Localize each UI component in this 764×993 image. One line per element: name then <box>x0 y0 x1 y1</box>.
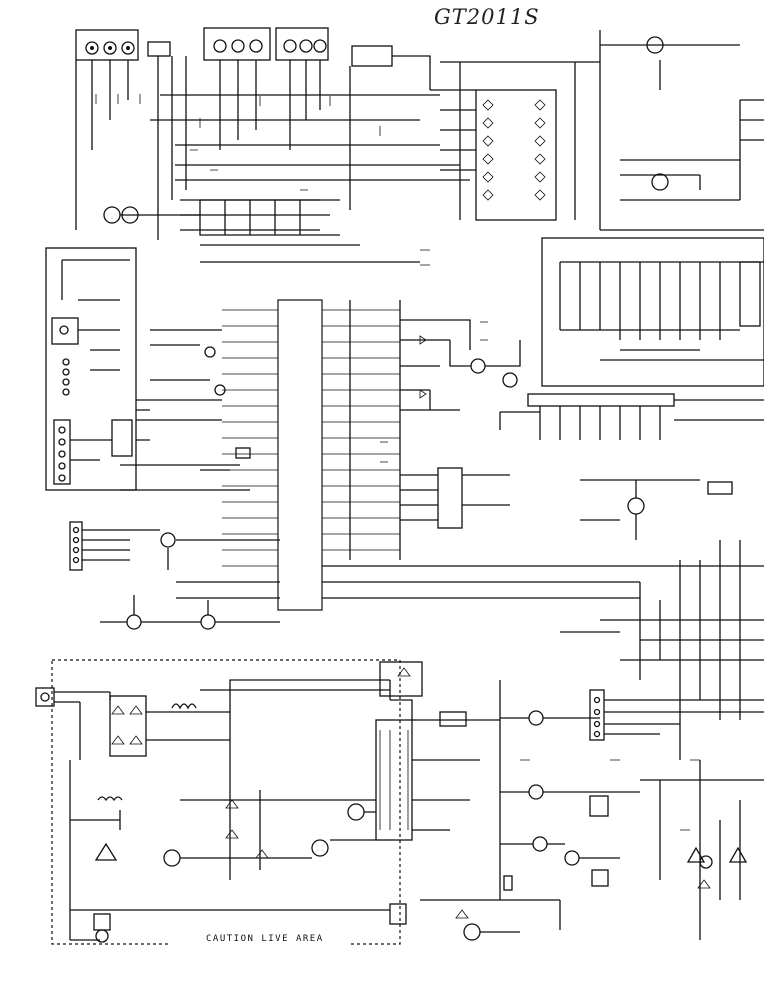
right-buses <box>560 540 764 760</box>
schematic-annotation-ticks <box>95 94 721 831</box>
small-header-connector <box>69 521 280 571</box>
caution-label: CAUTION LIVE AREA <box>206 934 324 944</box>
av-switch-block <box>440 89 557 221</box>
av-input-jacks <box>75 27 393 67</box>
caution-live-area: CAUTION LIVE AREA <box>51 659 401 946</box>
left-sub-board <box>45 247 150 491</box>
lower-left-transistors <box>100 581 280 630</box>
output-connector-row <box>499 393 764 540</box>
bottom-right-parts <box>640 760 764 940</box>
mcu-left-parts <box>120 329 251 491</box>
input-transistor <box>103 199 340 236</box>
handwritten-title: GT2011S <box>434 5 540 29</box>
top-right-transistors <box>600 36 764 201</box>
main-mcu-ic <box>222 299 764 611</box>
psu-secondary <box>379 661 640 941</box>
mcu-right-parts <box>400 319 521 529</box>
right-sub-board <box>541 237 764 387</box>
power-supply <box>35 679 413 943</box>
av-wiring <box>75 30 764 263</box>
